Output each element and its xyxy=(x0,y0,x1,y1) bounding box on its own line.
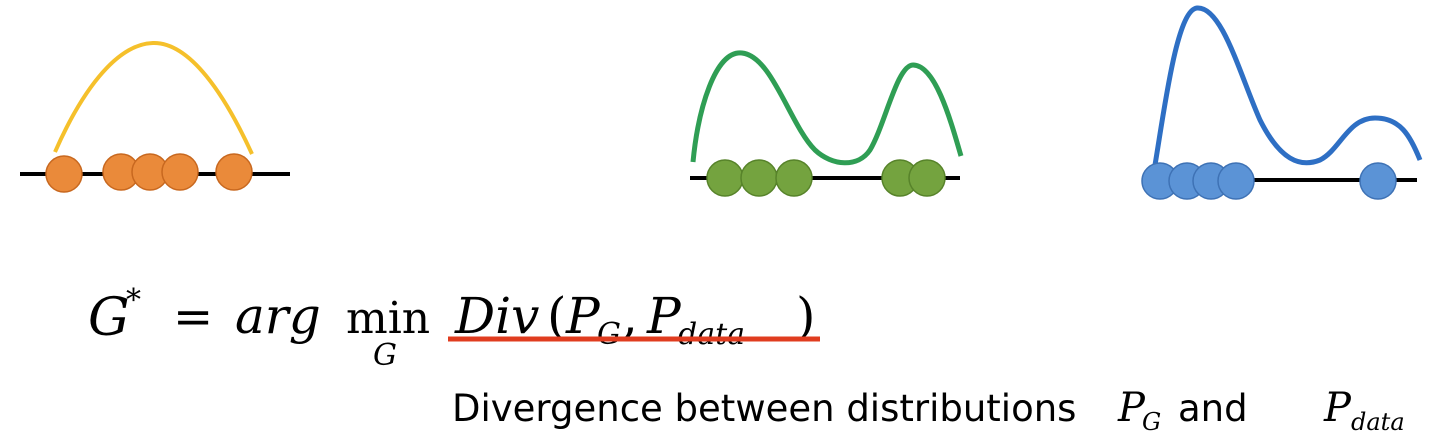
caption-text: Divergence between distributions xyxy=(452,387,1076,430)
caption-p-data-subscript: data xyxy=(1351,408,1405,436)
caption-p-g-subscript: G xyxy=(1142,408,1161,436)
formula-p-g-subscript: G xyxy=(597,317,621,352)
caption: Divergence between distributions P G and… xyxy=(452,385,1405,436)
sample-dot-orange xyxy=(45,155,83,193)
sample-dot-orange xyxy=(161,153,199,191)
sample-dot-orange xyxy=(215,153,253,191)
density-curve-blue xyxy=(1152,5,1423,166)
distribution-blue xyxy=(1141,5,1423,200)
density-curve-green xyxy=(690,50,964,166)
formula-min: min xyxy=(346,293,430,344)
formula-lhs-superscript: * xyxy=(126,283,141,318)
formula-div: Div xyxy=(454,287,539,345)
formula-open-paren: ( xyxy=(547,287,567,345)
formula-close-paren: ) xyxy=(796,287,816,345)
distribution-green xyxy=(690,50,964,197)
caption-p-data: P xyxy=(1323,385,1352,431)
caption-p-g: P xyxy=(1117,385,1146,431)
formula-p-data: P xyxy=(646,287,682,345)
sample-dot-green xyxy=(908,159,946,197)
sample-dot-green xyxy=(706,159,744,197)
formula-equals: = xyxy=(173,289,213,345)
formula-p-data-subscript: data xyxy=(678,317,745,352)
sample-dot-green xyxy=(775,159,813,197)
formula-p-g: P xyxy=(565,287,601,345)
formula-lhs: G xyxy=(88,288,130,348)
formula-min-subscript: G xyxy=(373,338,397,373)
distribution-orange xyxy=(20,40,290,193)
formula-arg: arg xyxy=(235,287,321,345)
sample-dot-green xyxy=(740,159,778,197)
sample-dot-blue xyxy=(1217,162,1255,200)
density-curve-orange xyxy=(53,40,254,155)
caption-and: and xyxy=(1178,387,1248,430)
objective-formula: G * = arg min G Div ( P G , P data ) xyxy=(88,283,820,373)
formula-comma: , xyxy=(622,287,638,345)
sample-dot-blue xyxy=(1359,162,1397,200)
